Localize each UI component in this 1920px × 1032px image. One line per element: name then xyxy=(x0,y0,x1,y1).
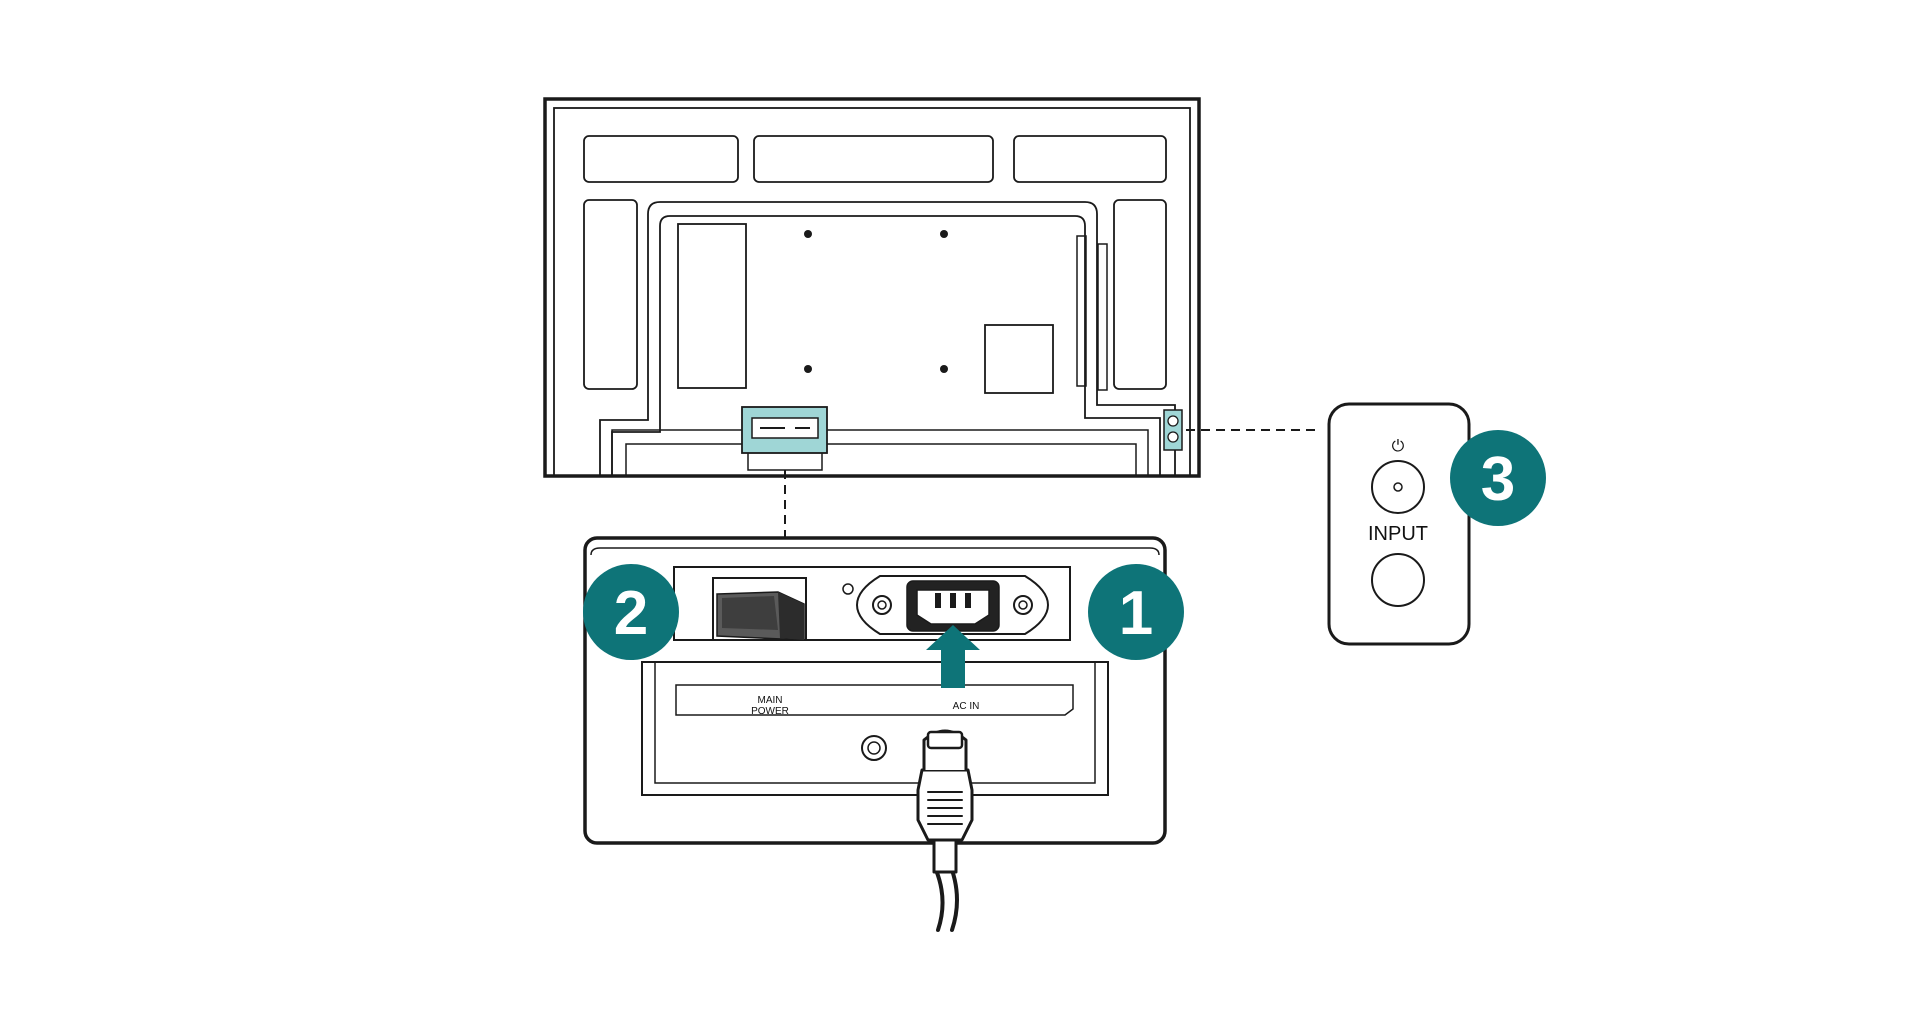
tv-back-panel xyxy=(543,97,1201,478)
input-label: INPUT xyxy=(1368,523,1428,545)
ac-in-label: AC IN xyxy=(953,701,980,712)
power-symbol-icon: ⏻ xyxy=(1392,438,1405,455)
input-button xyxy=(1371,553,1425,607)
badge-2: 2 xyxy=(583,564,679,660)
badge-2-number: 2 xyxy=(614,579,648,648)
power-plug-icon xyxy=(916,729,974,932)
ac-in-socket xyxy=(855,575,1050,635)
power-compartment-zoom xyxy=(583,536,1167,845)
tv-power-compartment-highlight xyxy=(741,406,828,471)
arrow-up-icon xyxy=(926,625,980,688)
dashed-connectors xyxy=(784,429,1318,538)
badge-1: 1 xyxy=(1088,564,1184,660)
badge-3: 3 xyxy=(1450,430,1546,526)
main-power-label-line1: MAIN xyxy=(758,695,783,706)
badge-3-number: 3 xyxy=(1481,445,1515,514)
main-power-switch xyxy=(712,577,807,641)
vesa-screw-holes xyxy=(804,230,948,373)
badge-1-number: 1 xyxy=(1119,579,1153,648)
main-power-label-line2: POWER xyxy=(751,706,789,717)
side-button-panel xyxy=(1327,402,1471,646)
tv-side-buttons-highlight xyxy=(1163,409,1183,451)
